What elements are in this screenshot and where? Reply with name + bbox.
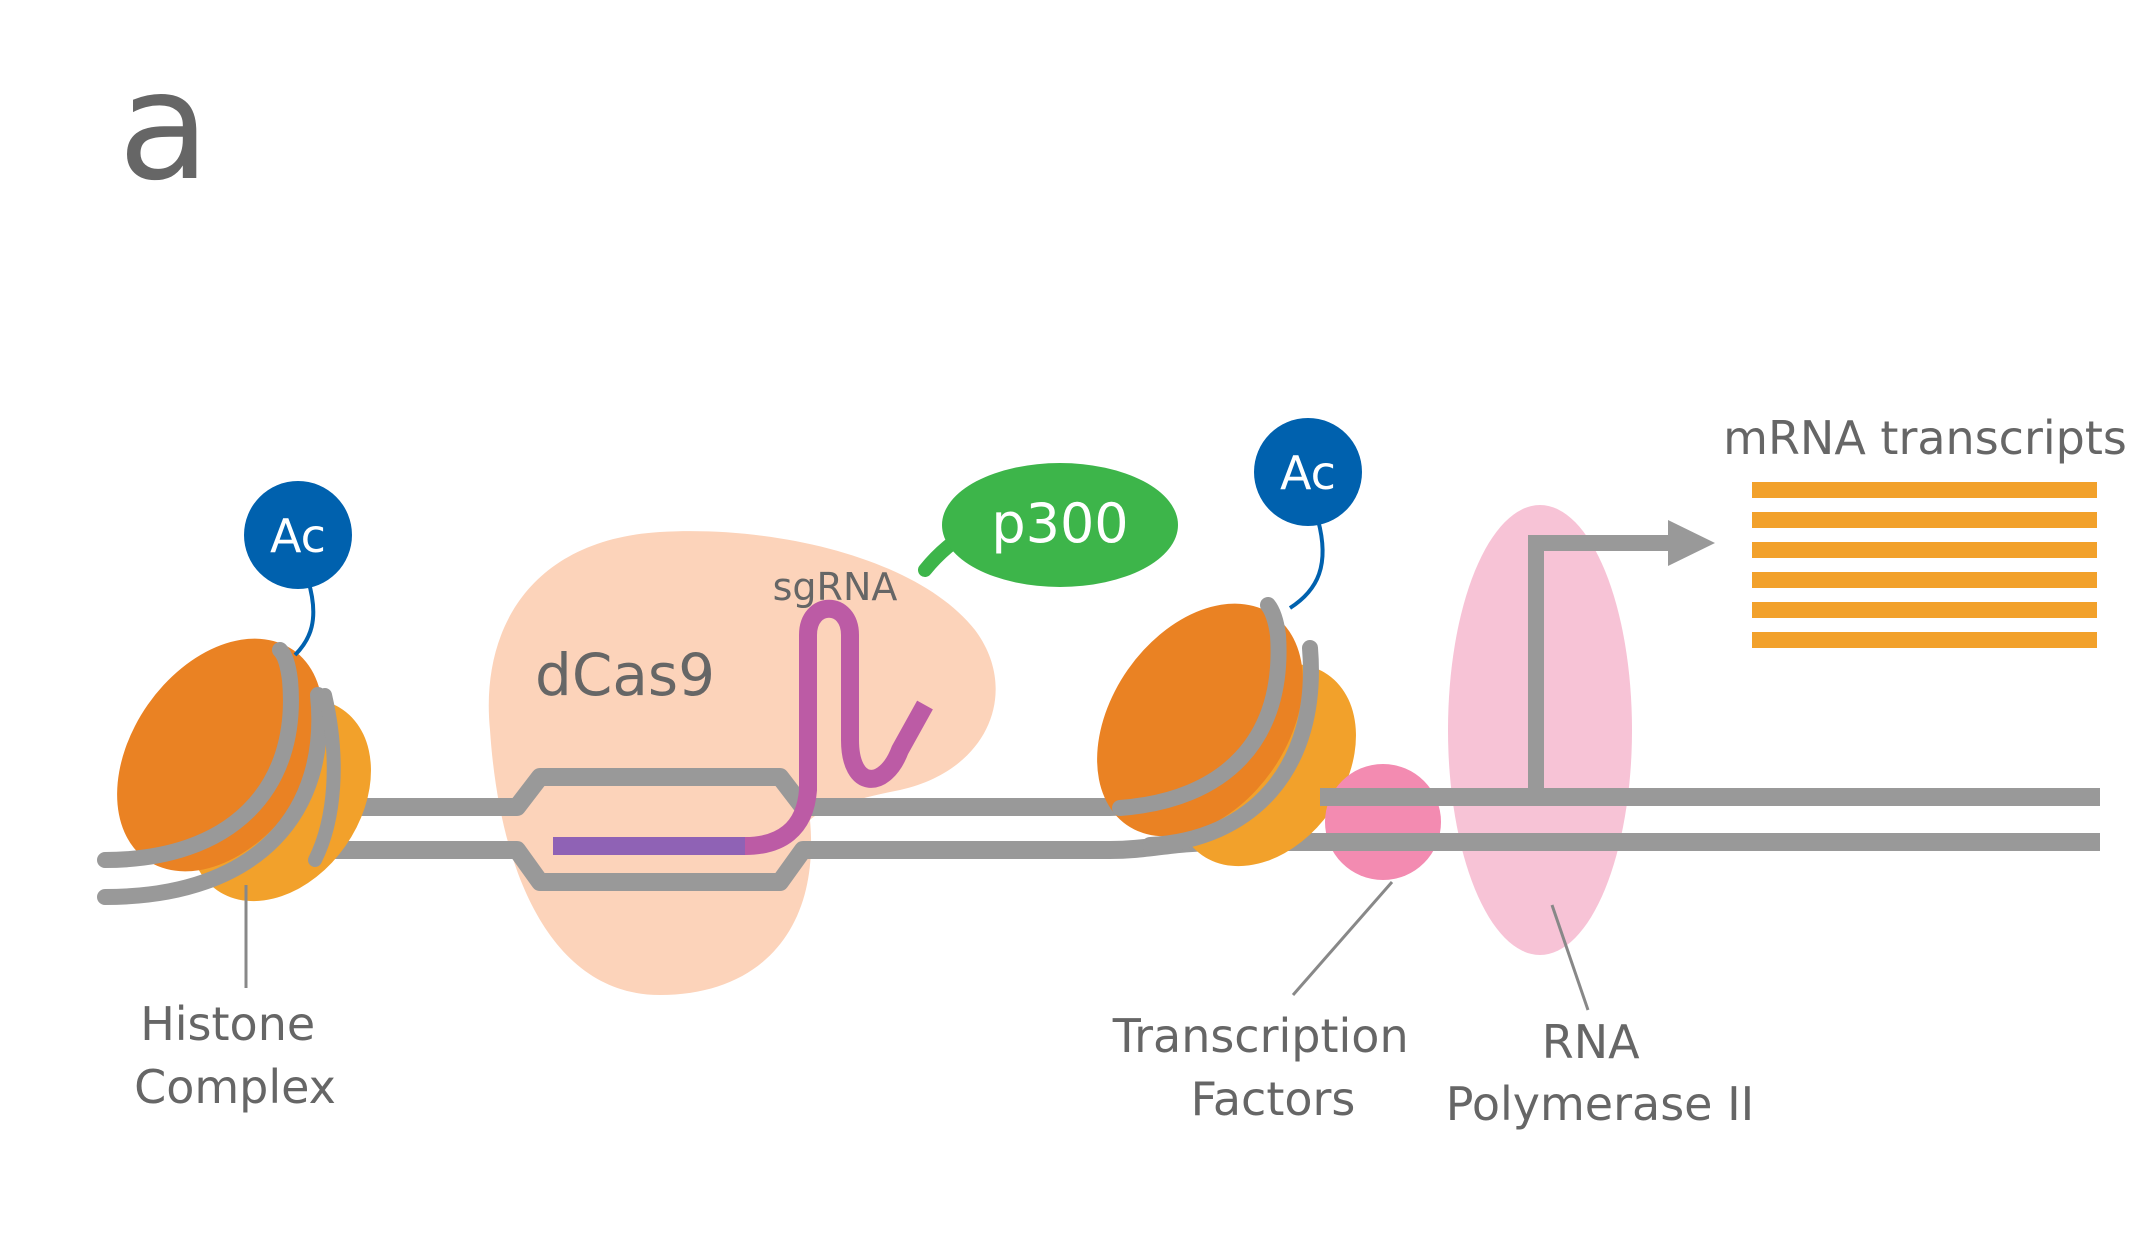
- mrna-transcripts: [1752, 482, 2097, 648]
- transcription-factors-label: Transcription Factors: [1112, 1009, 1423, 1126]
- acetyl-2-circle: [1254, 418, 1362, 526]
- rna-polymerase-label-line: RNA: [1542, 1015, 1640, 1069]
- acetyl-2-label: Ac: [1280, 446, 1336, 500]
- transcription-factors-label-line: Factors: [1191, 1072, 1356, 1126]
- transcription-factor: [1325, 764, 1441, 880]
- arrow-shaft: [1528, 535, 1672, 797]
- mrna-strand: [1752, 512, 2097, 528]
- polymerase-leader: [1550, 904, 1590, 1011]
- histone-1-dna-wrap: [308, 688, 341, 867]
- sgrna-molecule: [553, 599, 933, 855]
- mrna-strand: [1752, 572, 2097, 588]
- dna-promoter-segment: [1320, 788, 1640, 851]
- dcas9-label: dCas9: [535, 641, 715, 709]
- mrna-strand: [1752, 482, 2097, 498]
- mrna-strand: [1752, 632, 2097, 648]
- rna-polymerase-label-line: Polymerase II: [1446, 1077, 1754, 1131]
- nucleosome-icon: [1097, 597, 1356, 867]
- acetyl-group-icon: Ac: [1254, 418, 1362, 526]
- arrow-head: [1668, 520, 1715, 566]
- nucleosome-icon: [97, 638, 371, 905]
- transcription-start-arrow-icon: [1528, 520, 1715, 797]
- mrna-strand: [1752, 602, 2097, 618]
- panel-label: a: [118, 40, 210, 214]
- histone-1-dna-wrap: [97, 687, 328, 905]
- leader-lines: [244, 881, 1590, 1011]
- p300-label: p300: [991, 492, 1128, 555]
- transcription-factors-label-line: Transcription: [1112, 1009, 1409, 1063]
- histone-2-dna-wrap: [1142, 640, 1319, 853]
- sgrna-label: sgRNA: [773, 565, 898, 609]
- histone-2-dna-wrap: [1112, 597, 1287, 816]
- histone-complex-label-line: Histone: [140, 997, 315, 1051]
- histone-complex-label: Histone Complex: [134, 997, 336, 1114]
- transcription-factor-leader: [1291, 881, 1394, 996]
- acetyl-1-label: Ac: [270, 509, 326, 563]
- sgrna-scaffold: [744, 599, 933, 855]
- p300-protein: [942, 463, 1178, 587]
- histone-1-front-disc: [117, 638, 323, 872]
- mrna-transcripts-label: mRNA transcripts: [1723, 411, 2127, 465]
- dcas9-protein: [488, 531, 996, 995]
- acetyl-2-linker: [1288, 519, 1325, 610]
- acetyl-1-linker: [293, 579, 316, 657]
- histone-2-front-disc: [1097, 603, 1303, 837]
- rna-polymerase-label: RNA Polymerase II: [1446, 1015, 1754, 1131]
- acetyl-group-icon: Ac: [244, 481, 352, 589]
- acetyl-1-circle: [244, 481, 352, 589]
- histone-complex-label-line: Complex: [134, 1060, 336, 1114]
- histone-1-dna-wrap: [97, 642, 299, 868]
- mrna-strand: [1752, 542, 2097, 558]
